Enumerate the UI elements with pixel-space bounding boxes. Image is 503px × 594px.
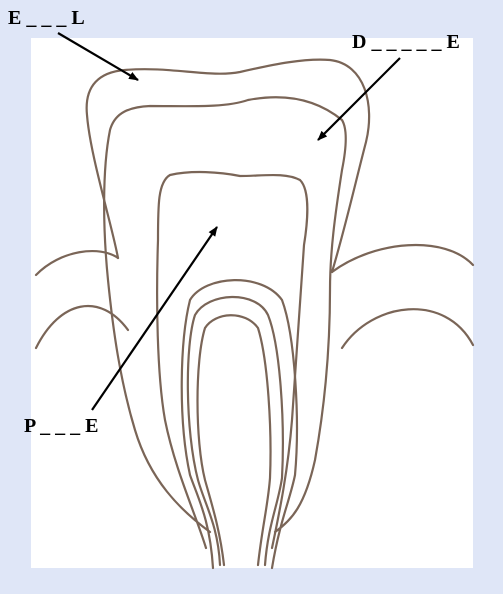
label-dentine: D _ _ _ _ _ E <box>352 31 460 53</box>
label-enamel: E _ _ _ L <box>8 7 85 29</box>
label-pulp: P _ _ _ E <box>24 415 98 437</box>
drawing-area <box>31 38 473 568</box>
